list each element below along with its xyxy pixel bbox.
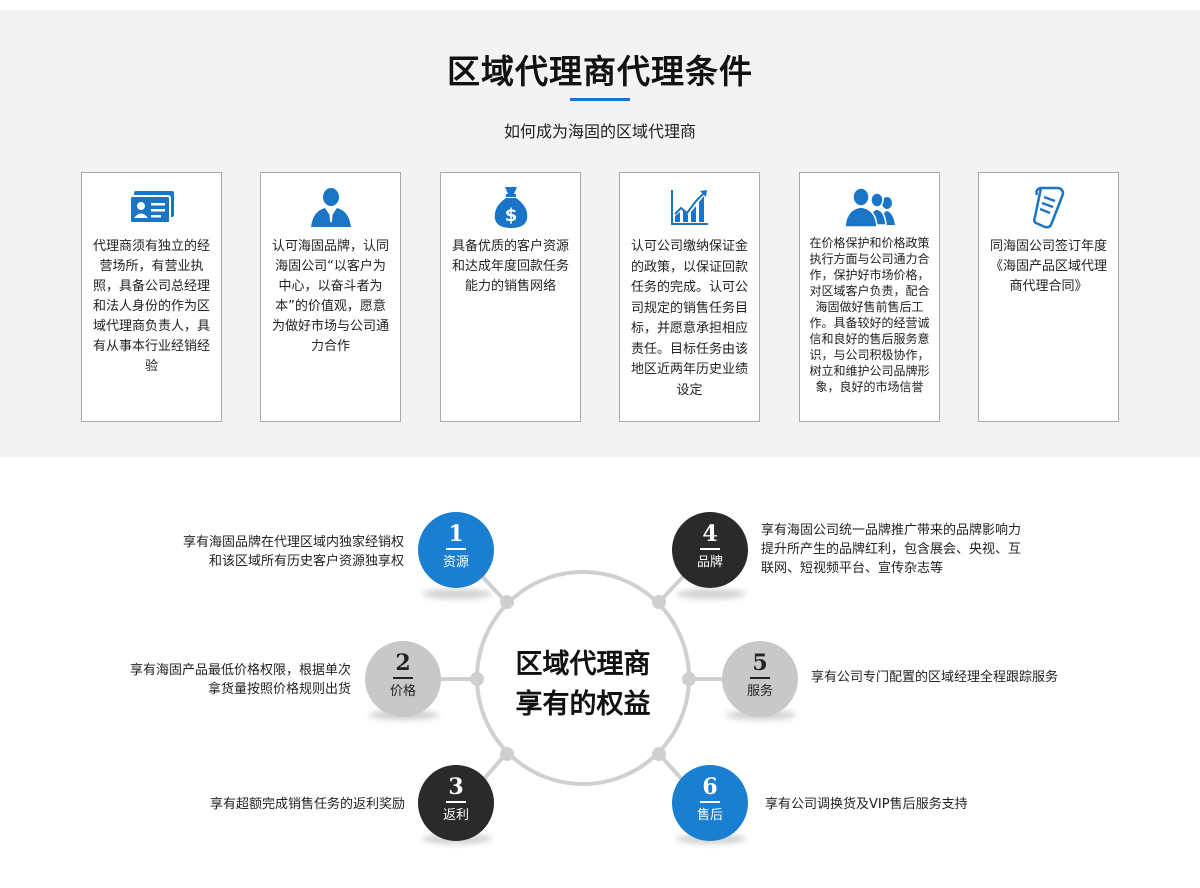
node-underline xyxy=(700,548,720,550)
node-number: 4 xyxy=(702,521,718,547)
rights-center-label: 区域代理商 享有的权益 xyxy=(483,645,683,725)
team-icon xyxy=(800,185,939,229)
rights-desc-3: 享有超额完成销售任务的返利奖励 xyxy=(100,795,405,814)
node-label: 品牌 xyxy=(696,555,723,570)
desc-line: 拿货量按照价格规则出货 xyxy=(207,682,351,697)
node-underline xyxy=(750,677,770,679)
condition-card-4: 认可公司缴纳保证金的政策，以保证回款任务的完成。认可公司规定的销售任务目标，并愿… xyxy=(619,172,760,422)
condition-card-2: 认可海固品牌，认同海固公司“以客户为中心，以奋斗者为本”的价值观，愿意为做好市场… xyxy=(260,172,401,422)
rights-node-5: 5 服务 xyxy=(722,641,798,717)
node-label: 服务 xyxy=(746,684,773,699)
node-label: 售后 xyxy=(696,808,723,823)
node-shadow xyxy=(676,589,746,599)
desc-line: 享有海固产品最低价格权限，根据单次 xyxy=(129,663,351,678)
page-subtitle: 如何成为海固的区域代理商 xyxy=(503,122,696,141)
rights-desc-1: 享有海固品牌在代理区域内独家经销权 和该区域所有历史客户资源独享权 xyxy=(100,533,404,571)
condition-text: 同海固公司签订年度《海固产品区域代理商代理合同》 xyxy=(989,239,1107,294)
desc-line: 享有海固品牌在代理区域内独家经销权 xyxy=(182,535,404,550)
rights-desc-4: 享有海固公司统一品牌推广带来的品牌影响力 提升所产生的品牌红利，包含展会、央视、… xyxy=(761,521,1081,578)
rights-node-2: 2 价格 xyxy=(365,641,441,717)
condition-card-6: 同海固公司签订年度《海固产品区域代理商代理合同》 xyxy=(978,172,1119,422)
condition-card-3: $ 具备优质的客户资源和达成年度回款任务能力的销售网络 xyxy=(440,172,581,422)
node-label: 资源 xyxy=(442,555,469,570)
condition-text: 代理商须有独立的经营场所，有营业执照，具备公司总经理和法人身份的作为区域代理商负… xyxy=(92,239,210,374)
growth-chart-icon xyxy=(620,185,759,229)
connector-dot-1 xyxy=(500,595,514,609)
node-underline xyxy=(700,801,720,803)
condition-card-5: 在价格保护和价格政策执行方面与公司通力合作，保护好市场价格，对区域客户负责，配合… xyxy=(799,172,940,422)
connector-dot-3 xyxy=(500,747,514,761)
rights-desc-6: 享有公司调换货及VIP售后服务支持 xyxy=(765,795,1065,814)
center-line-2: 享有的权益 xyxy=(515,689,651,720)
connector-dot-5 xyxy=(682,672,696,686)
condition-text: 认可海固品牌，认同海固公司“以客户为中心，以奋斗者为本”的价值观，愿意为做好市场… xyxy=(271,239,389,354)
connector-dot-6 xyxy=(652,747,666,761)
svg-text:$: $ xyxy=(504,205,517,226)
desc-line: 享有超额完成销售任务的返利奖励 xyxy=(209,797,405,812)
rights-node-6: 6 售后 xyxy=(672,765,748,841)
rights-desc-5: 享有公司专门配置的区域经理全程跟踪服务 xyxy=(811,668,1111,687)
condition-text: 认可公司缴纳保证金的政策，以保证回款任务的完成。认可公司规定的销售任务目标，并愿… xyxy=(630,239,748,398)
node-number: 3 xyxy=(448,774,464,800)
node-label: 返利 xyxy=(442,808,469,823)
desc-line: 联网、短视频平台、宣传杂志等 xyxy=(761,561,944,576)
connector-dot-2 xyxy=(470,672,484,686)
desc-line: 享有海固公司统一品牌推广带来的品牌影响力 xyxy=(761,523,1022,538)
rights-desc-2: 享有海固产品最低价格权限，根据单次 拿货量按照价格规则出货 xyxy=(60,661,351,699)
connector-dot-4 xyxy=(652,595,666,609)
node-number: 2 xyxy=(395,650,411,676)
node-underline xyxy=(393,677,413,679)
condition-text: 具备优质的客户资源和达成年度回款任务能力的销售网络 xyxy=(451,239,569,294)
rights-node-1: 1 资源 xyxy=(418,512,494,588)
rights-node-4: 4 品牌 xyxy=(672,512,748,588)
id-card-icon xyxy=(82,185,221,229)
contract-scroll-icon xyxy=(979,185,1118,229)
desc-line: 和该区域所有历史客户资源独享权 xyxy=(208,554,404,569)
desc-line: 提升所产生的品牌红利，包含展会、央视、互 xyxy=(761,542,1022,557)
condition-card-1: 代理商须有独立的经营场所，有营业执照，具备公司总经理和法人身份的作为区域代理商负… xyxy=(81,172,222,422)
node-underline xyxy=(446,801,466,803)
rights-node-3: 3 返利 xyxy=(418,765,494,841)
center-line-1: 区域代理商 xyxy=(515,649,651,680)
money-bag-icon: $ xyxy=(441,185,580,229)
node-label: 价格 xyxy=(389,684,416,699)
title-underline xyxy=(570,98,630,101)
node-number: 5 xyxy=(752,650,768,676)
page-title: 区域代理商代理条件 xyxy=(447,52,753,91)
node-number: 1 xyxy=(448,521,464,547)
person-icon xyxy=(261,185,400,229)
desc-line: 享有公司专门配置的区域经理全程跟踪服务 xyxy=(811,670,1059,685)
node-shadow xyxy=(422,589,492,599)
node-underline xyxy=(446,548,466,550)
desc-line: 享有公司调换货及VIP售后服务支持 xyxy=(765,797,968,812)
condition-text: 在价格保护和价格政策执行方面与公司通力合作，保护好市场价格，对区域客户负责，配合… xyxy=(809,236,930,394)
node-number: 6 xyxy=(702,774,718,800)
